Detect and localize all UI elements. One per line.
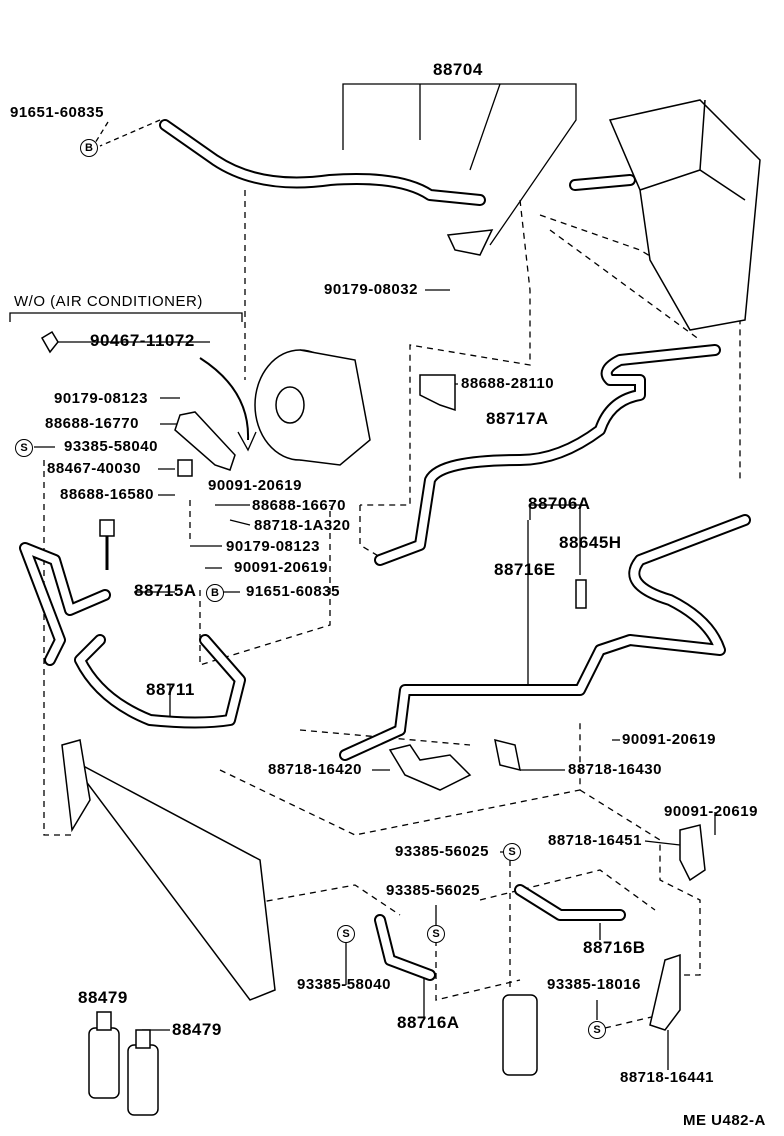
screw-mark-icon: S [337, 925, 355, 943]
bolt-mark-icon: B [206, 584, 224, 602]
part-label: 88688-16580 [60, 486, 154, 503]
grommet [40, 330, 59, 354]
bracket-88688-28110 [419, 374, 456, 412]
part-label: 88717A [486, 409, 549, 428]
screw-mark-icon: S [503, 843, 521, 861]
screw-mark-icon: S [588, 1021, 606, 1039]
part-label: 88718-16441 [620, 1069, 714, 1086]
bolt-mark-icon: B [80, 139, 98, 157]
oil-bottle-1 [88, 1027, 120, 1099]
part-label: 90091-20619 [664, 803, 758, 820]
part-label: 88716A [397, 1013, 460, 1032]
part-label: 88479 [78, 988, 128, 1007]
part-label: 88716B [583, 938, 646, 957]
part-label: 88479 [172, 1020, 222, 1039]
clamp-88718-16420 [388, 744, 472, 791]
part-label: 93385-56025 [386, 882, 480, 899]
insulator [177, 459, 193, 477]
part-label: 88718-16451 [548, 832, 642, 849]
oil-bottle-2 [127, 1044, 159, 1116]
part-label: 90467-11072 [90, 331, 195, 350]
clamp-88718-16451 [679, 824, 706, 882]
part-label: 88706A [528, 494, 591, 513]
figure-code: ME U482-A [683, 1112, 766, 1129]
part-label: 88688-16770 [45, 415, 139, 432]
part-label: 90091-20619 [208, 477, 302, 494]
leader-88704 [342, 83, 577, 246]
part-label: 93385-56025 [395, 843, 489, 860]
screw-mark-icon: S [427, 925, 445, 943]
part-label: 91651-60835 [10, 104, 104, 121]
part-label: 91651-60835 [246, 583, 340, 600]
part-label: 93385-58040 [64, 438, 158, 455]
pressure-switch [575, 579, 587, 609]
part-label: 90179-08123 [54, 390, 148, 407]
part-label: 88467-40030 [47, 460, 141, 477]
screw-mark-icon: S [15, 439, 33, 457]
part-label: 88645H [559, 533, 622, 552]
bracket-88718-16441 [649, 953, 681, 1031]
part-label: 88718-1A320 [254, 517, 351, 534]
part-label: 88718-16430 [568, 761, 662, 778]
clamp-88718-16430 [494, 738, 521, 772]
section-note: W/O (AIR CONDITIONER) [14, 293, 203, 310]
part-label: 88711 [146, 680, 195, 699]
receiver-dryer [502, 994, 538, 1076]
part-label: 90091-20619 [622, 731, 716, 748]
part-label: 88704 [433, 60, 483, 79]
part-label: 88718-16420 [268, 761, 362, 778]
condenser [68, 759, 276, 1001]
part-label: 88716E [494, 560, 556, 579]
part-label: 88715A [134, 581, 197, 600]
part-label: 93385-18016 [547, 976, 641, 993]
part-label: 90179-08123 [226, 538, 320, 555]
evaporator-unit [608, 99, 761, 331]
part-label: 88688-28110 [461, 375, 555, 392]
bracket-88688-16770 [174, 411, 236, 471]
part-label: 90179-08032 [324, 281, 418, 298]
part-label: 88688-16670 [252, 497, 346, 514]
part-label: 93385-58040 [297, 976, 391, 993]
part-label: 90091-20619 [234, 559, 328, 576]
